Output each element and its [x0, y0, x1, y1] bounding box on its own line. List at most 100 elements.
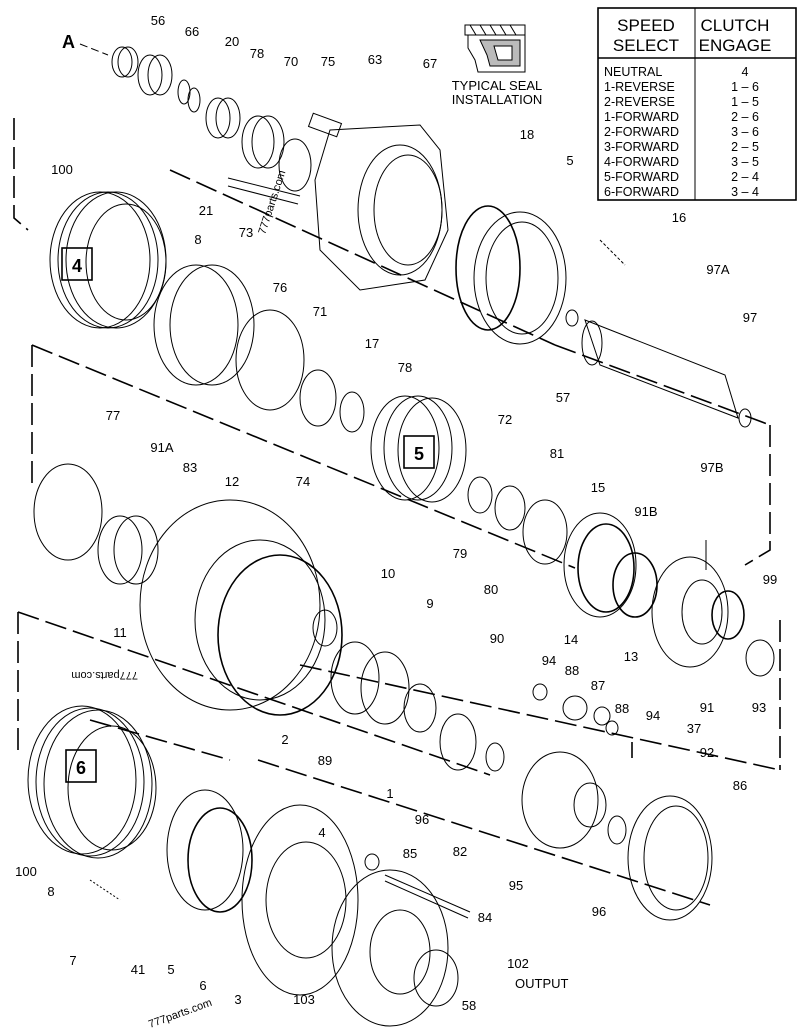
table-header-speed-2: SELECT — [613, 36, 679, 55]
callout-97A: 97A — [706, 262, 729, 277]
callout-63: 63 — [368, 52, 382, 67]
table-header-clutch-2: ENGAGE — [699, 36, 772, 55]
watermark-3: 777parts.com — [147, 997, 214, 1030]
svg-text:6: 6 — [76, 758, 86, 778]
callout-11: 11 — [113, 625, 127, 640]
svg-text:5: 5 — [414, 444, 424, 464]
table-header-speed-1: SPEED — [617, 16, 675, 35]
callout-9: 9 — [426, 596, 433, 611]
callout-94: 94 — [542, 653, 556, 668]
seal-caption-2: INSTALLATION — [452, 92, 543, 107]
speed-clutch-table: SPEED SELECT CLUTCH ENGAGE NEUTRAL 4 1-REV… — [597, 7, 797, 201]
table-speed-cell: NEUTRAL — [604, 65, 662, 79]
callout-6: 6 — [199, 978, 206, 993]
callout-100: 100 — [15, 864, 37, 879]
clutch-box-5: 5 — [403, 435, 435, 469]
callout-95: 95 — [509, 878, 523, 893]
parts-artwork — [27, 46, 775, 1027]
table-header-clutch-1: CLUTCH — [701, 16, 770, 35]
callout-76: 76 — [273, 280, 287, 295]
callout-77: 77 — [106, 408, 120, 423]
table-clutch-cell: 4 — [742, 65, 749, 79]
table-clutch-cell: 1 – 6 — [731, 80, 759, 94]
callout-88: 88 — [565, 663, 579, 678]
callout-75: 75 — [321, 54, 335, 69]
callout-21: 21 — [199, 203, 213, 218]
callout-88: 88 — [615, 701, 629, 716]
callout-67: 67 — [423, 56, 437, 71]
callout-10: 10 — [381, 566, 395, 581]
callout-81: 81 — [550, 446, 564, 461]
callout-91B: 91B — [634, 504, 657, 519]
callout-87: 87 — [591, 678, 605, 693]
callout-78: 78 — [398, 360, 412, 375]
callout-102: 102 — [507, 956, 529, 971]
callout-84: 84 — [478, 910, 492, 925]
table-speed-cell: 2-REVERSE — [604, 95, 675, 109]
callout-86: 86 — [733, 778, 747, 793]
callout-5: 5 — [167, 962, 174, 977]
callout-56: 56 — [151, 13, 165, 28]
callout-89: 89 — [318, 753, 332, 768]
callout-70: 70 — [284, 54, 298, 69]
callout-17: 17 — [365, 336, 379, 351]
callout-93: 93 — [752, 700, 766, 715]
table-speed-cell: 3-FORWARD — [604, 140, 679, 154]
callout-14: 14 — [564, 632, 578, 647]
callout-73: 73 — [239, 225, 253, 240]
callout-97: 97 — [743, 310, 757, 325]
callout-91: 91 — [700, 700, 714, 715]
callout-80: 80 — [484, 582, 498, 597]
clutch-box-6: 6 — [65, 749, 97, 783]
callout-71: 71 — [313, 304, 327, 319]
output-label: OUTPUT — [515, 976, 569, 991]
callout-82: 82 — [453, 844, 467, 859]
callout-37: 37 — [687, 721, 701, 736]
watermark-1: 777parts.com — [256, 169, 288, 236]
table-speed-cell: 4-FORWARD — [604, 155, 679, 169]
callout-8: 8 — [47, 884, 54, 899]
seal-installation-icon: TYPICAL SEAL INSTALLATION — [452, 24, 543, 107]
table-speed-cell: 1-FORWARD — [604, 110, 679, 124]
callout-83: 83 — [183, 460, 197, 475]
table-speed-cell: 2-FORWARD — [604, 125, 679, 139]
callout-90: 90 — [490, 631, 504, 646]
callout-103: 103 — [293, 992, 315, 1007]
table-clutch-cell: 2 – 5 — [731, 140, 759, 154]
callout-99: 99 — [763, 572, 777, 587]
callout-1: 1 — [386, 786, 393, 801]
watermark-2: 777parts.com — [71, 669, 138, 681]
seal-caption-1: TYPICAL SEAL — [452, 78, 543, 93]
callout-100: 100 — [51, 162, 73, 177]
callout-3: 3 — [234, 992, 241, 1007]
callout-79: 79 — [453, 546, 467, 561]
table-clutch-cell: 3 – 6 — [731, 125, 759, 139]
callout-96: 96 — [415, 812, 429, 827]
table-clutch-cell: 2 – 4 — [731, 170, 759, 184]
table-speed-cell: 6-FORWARD — [604, 185, 679, 199]
table-speed-cell: 1-REVERSE — [604, 80, 675, 94]
callout-66: 66 — [185, 24, 199, 39]
table-clutch-cell: 3 – 4 — [731, 185, 759, 199]
callout-41: 41 — [131, 962, 145, 977]
callout-96: 96 — [592, 904, 606, 919]
callout-7: 7 — [69, 953, 76, 968]
clutch-box-4: 4 — [61, 247, 93, 281]
table-speed-cell: 5-FORWARD — [604, 170, 679, 184]
callout-74: 74 — [296, 474, 310, 489]
callout-85: 85 — [403, 846, 417, 861]
callout-97B: 97B — [700, 460, 723, 475]
callout-18: 18 — [520, 127, 534, 142]
callout-2: 2 — [281, 732, 288, 747]
callout-91A: 91A — [150, 440, 173, 455]
callout-92: 92 — [700, 745, 714, 760]
callout-57: 57 — [556, 390, 570, 405]
callout-16: 16 — [672, 210, 686, 225]
callout-94: 94 — [646, 708, 660, 723]
callout-5: 5 — [566, 153, 573, 168]
view-label: A — [62, 32, 75, 52]
group-outlines — [13, 118, 781, 906]
callout-15: 15 — [591, 480, 605, 495]
